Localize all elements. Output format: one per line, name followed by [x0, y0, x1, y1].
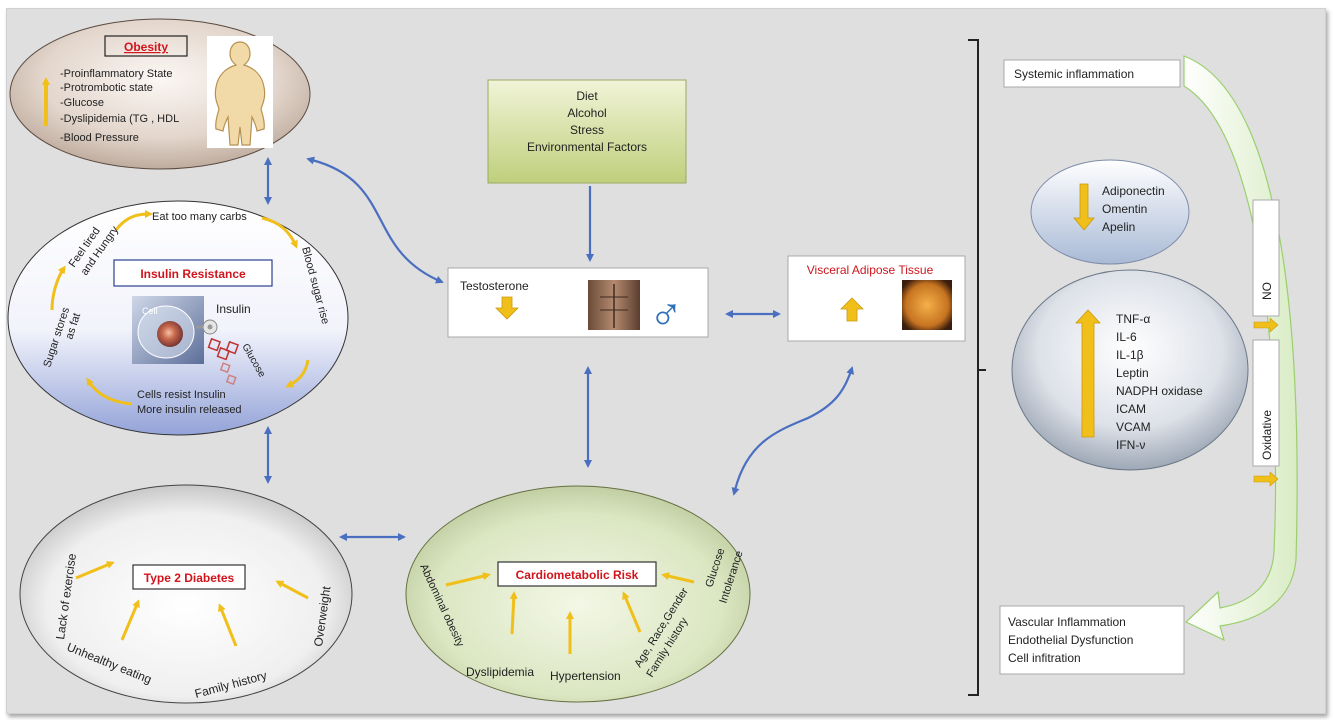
cardio-title: Cardiometabolic Risk	[516, 568, 639, 582]
obesity-item: -Protrombotic state	[60, 82, 153, 94]
right-bracket	[968, 39, 986, 696]
vascular-inflammation-box: Vascular Inflammation Endothelial Dysfun…	[999, 605, 1185, 675]
cardio-dyslipidemia: Dyslipidemia	[466, 665, 534, 679]
adipokine-item: Adiponectin	[1102, 184, 1165, 198]
cytokines-node: TNF-α IL-6 IL-1β Leptin NADPH oxidase IC…	[1011, 269, 1249, 471]
glucose-molecules-icon	[207, 337, 240, 386]
testosterone-box: Testosterone ♂	[447, 267, 709, 340]
obesity-title-box	[104, 35, 188, 57]
testosterone-down-arrow	[495, 296, 519, 320]
visceral-adipose-box: Visceral Adipose Tissue	[787, 255, 966, 342]
factor-item: Stress	[570, 123, 604, 137]
obese-person-silhouette-icon	[214, 41, 266, 146]
insulin-title: Insulin Resistance	[140, 267, 246, 281]
insulin-key-icon	[196, 319, 218, 335]
systemic-label: Systemic inflammation	[1014, 67, 1134, 81]
vascular-item: Cell infitration	[1008, 651, 1081, 665]
insulin-title-box	[113, 259, 273, 287]
factor-item: Environmental Factors	[527, 140, 647, 154]
obesity-title: Obesity	[124, 40, 168, 54]
adipokines-down-arrow	[1073, 183, 1095, 231]
male-symbol-icon: ♂	[649, 288, 684, 340]
obesity-item: -Proinflammatory State	[60, 68, 172, 80]
diabetes-title-box	[132, 564, 246, 590]
cytokine-item: TNF-α	[1116, 312, 1150, 326]
no-label: NO	[1260, 282, 1274, 300]
cytokines-up-arrow	[1075, 309, 1101, 438]
visceral-up-arrow	[840, 297, 864, 322]
cardio-visceral-arrow	[731, 366, 854, 496]
insulin-resistance-node: Insulin Resistance Eat too many carbs Fe…	[7, 200, 349, 436]
oxidative-up-arrow	[1253, 471, 1279, 487]
cell-label: Cell	[142, 306, 158, 316]
cardio-hypertension: Hypertension	[550, 669, 621, 683]
lifestyle-factors-box: Diet Alcohol Stress Environmental Factor…	[487, 79, 687, 184]
no-down-arrow	[1253, 317, 1279, 333]
cardiometabolic-node: Cardiometabolic Risk Abdominal obesity D…	[405, 485, 751, 703]
diabetes-cause-arrows	[75, 561, 309, 647]
oxidative-box: Oxidative	[1252, 339, 1280, 487]
type2-diabetes-node: Type 2 Diabetes Lack of exercise Unhealt…	[19, 484, 353, 704]
connector-arrows	[264, 156, 854, 541]
cardio-title-box	[497, 561, 657, 587]
insulin-cycle-arrows	[50, 210, 310, 406]
obesity-item: -Blood Pressure	[60, 132, 139, 144]
obesity-item: -Dyslipidemia (TG , HDL	[60, 113, 179, 125]
testosterone-label: Testosterone	[460, 279, 529, 293]
factor-item: Diet	[576, 89, 598, 103]
cytokine-item: IL-6	[1116, 330, 1137, 344]
adipokine-item: Apelin	[1102, 220, 1135, 234]
visceral-title: Visceral Adipose Tissue	[807, 263, 934, 277]
obesity-testosterone-arrow	[306, 156, 444, 284]
obesity-node: Obesity -Proinflammatory State -Protromb…	[9, 18, 311, 170]
cytokine-item: Leptin	[1116, 366, 1149, 380]
factor-item: Alcohol	[567, 106, 606, 120]
vascular-item: Vascular Inflammation	[1008, 615, 1126, 629]
insulin-more-released-text: More insulin released	[137, 404, 242, 416]
adipokine-item: Omentin	[1102, 202, 1147, 216]
insulin-eat-text: Eat too many carbs	[152, 211, 247, 223]
insulin-label: Insulin	[216, 302, 251, 316]
no-box: NO	[1252, 199, 1280, 333]
cardio-risk-arrows	[445, 572, 695, 654]
cytokine-item: ICAM	[1116, 402, 1146, 416]
diabetes-title: Type 2 Diabetes	[144, 571, 235, 585]
insulin-cells-resist-text: Cells resist Insulin	[137, 389, 226, 401]
adipose-tissue-image	[902, 280, 952, 330]
cytokine-item: IL-1β	[1116, 348, 1144, 362]
oxidative-label: Oxidative	[1260, 410, 1274, 460]
obesity-item: -Glucose	[60, 97, 104, 109]
systemic-inflammation-box: Systemic inflammation	[1003, 59, 1181, 88]
cytokine-item: IFN-ν	[1116, 438, 1145, 452]
adipokines-node: Adiponectin Omentin Apelin	[1030, 159, 1190, 265]
cytokine-item: NADPH oxidase	[1116, 384, 1203, 398]
vascular-item: Endothelial Dysfunction	[1008, 633, 1133, 647]
cytokine-item: VCAM	[1116, 420, 1151, 434]
